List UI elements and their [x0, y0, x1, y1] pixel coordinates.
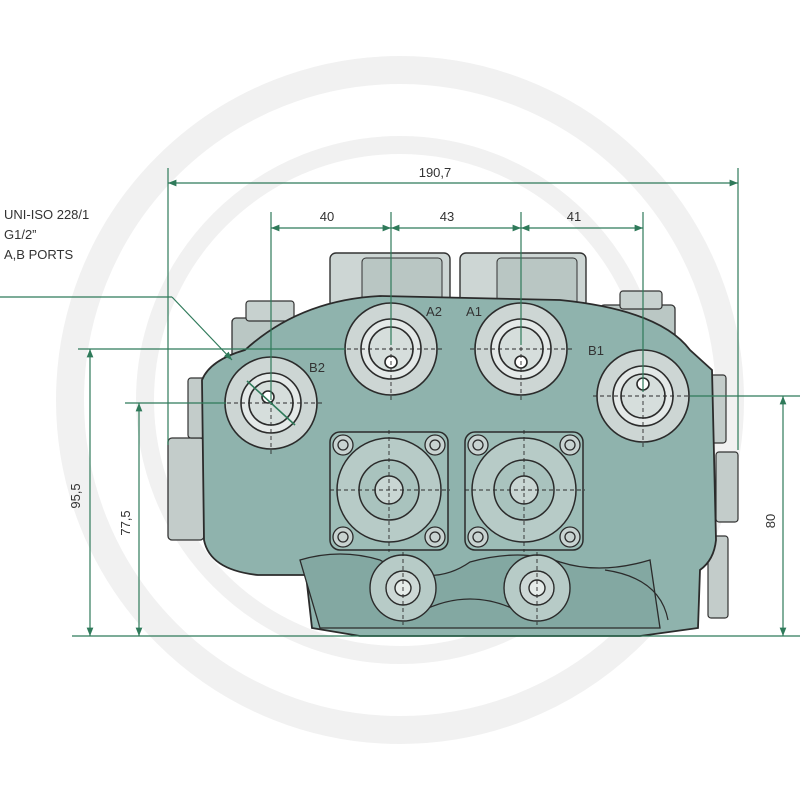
pitch-1-label: 40 — [320, 209, 334, 224]
dimension-lines — [0, 168, 800, 637]
port-b2-label: B2 — [309, 360, 325, 375]
pitch-2-label: 43 — [440, 209, 454, 224]
overall-width-label: 190,7 — [419, 165, 452, 180]
port-a1-label: A1 — [466, 304, 482, 319]
thread-size-note: G1/2” — [4, 227, 37, 242]
height-right-label: 80 — [763, 514, 778, 528]
height-left-outer-label: 95,5 — [68, 483, 83, 508]
port-a2-label: A2 — [426, 304, 442, 319]
port-b2-crosshair — [246, 380, 296, 426]
ports-note: A,B PORTS — [4, 247, 74, 262]
center-lines — [220, 298, 695, 625]
pitch-3-label: 41 — [567, 209, 581, 224]
port-b1-label: B1 — [588, 343, 604, 358]
height-left-inner-label: 77,5 — [118, 510, 133, 535]
thread-standard-note: UNI-ISO 228/1 — [4, 207, 90, 222]
valve-body — [167, 252, 739, 637]
